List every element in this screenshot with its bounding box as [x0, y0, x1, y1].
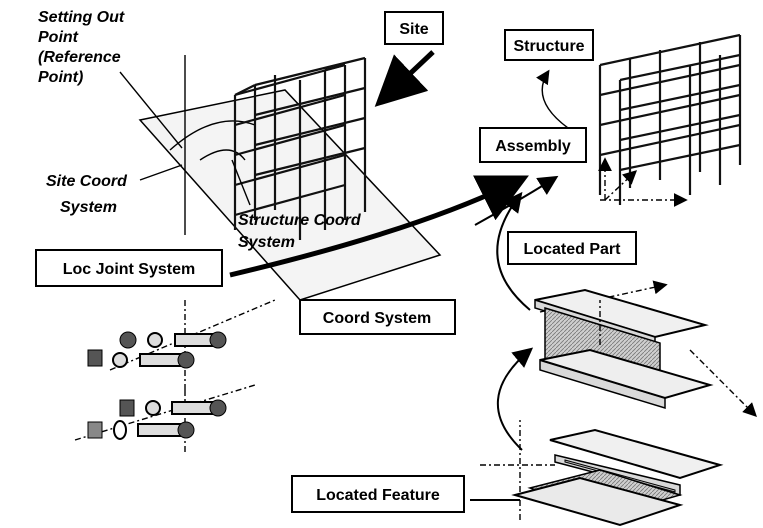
structure-coord-leader	[231, 159, 251, 206]
svg-text:Assembly: Assembly	[495, 138, 571, 155]
setting-out-leader	[119, 71, 183, 149]
site-coord-leader	[139, 164, 183, 181]
structure-box: Structure	[504, 29, 594, 61]
site-plane	[138, 89, 442, 301]
structure-coord-label: Structure Coord System	[238, 212, 362, 251]
coord-system-box: Coord System	[299, 299, 456, 335]
fastener-group-top	[87, 299, 276, 390]
site-coord-label: Site Coord System	[46, 173, 128, 216]
located-feature-box: Located Feature	[291, 475, 465, 513]
svg-text:Located Feature: Located Feature	[316, 487, 440, 504]
assembly-box: Assembly	[479, 127, 587, 163]
svg-text:Loc Joint System: Loc Joint System	[63, 261, 195, 278]
svg-text:Setting Out: Setting Out	[38, 9, 125, 26]
located-part-to-assembly-arrow	[496, 191, 531, 311]
svg-text:Structure: Structure	[513, 38, 584, 55]
svg-text:Located Part: Located Part	[524, 241, 622, 258]
structure-grid	[598, 33, 742, 205]
svg-text:Site Coord: Site Coord	[46, 173, 128, 190]
svg-text:Structure Coord: Structure Coord	[238, 212, 362, 229]
loc-joint-system-box: Loc Joint System	[35, 249, 223, 287]
assembly-to-structure-arrow	[536, 69, 569, 129]
svg-text:System: System	[60, 199, 117, 216]
svg-text:Coord System: Coord System	[323, 310, 431, 327]
i-beam-located-part	[534, 280, 757, 417]
site-box: Site	[384, 11, 444, 45]
svg-text:(Reference: (Reference	[38, 49, 121, 66]
site-structure-grid	[233, 56, 367, 240]
located-feature-member	[470, 420, 724, 527]
svg-text:System: System	[238, 234, 295, 251]
site-label: Site	[399, 21, 428, 38]
loc-joint-to-assembly-arrow	[229, 175, 529, 278]
located-part-box: Located Part	[507, 231, 637, 265]
svg-text:Point): Point)	[38, 69, 83, 86]
site-arrow	[374, 50, 435, 107]
located-feature-to-part-arrow	[497, 347, 534, 451]
setting-out-label: Setting Out Point (Reference Point)	[38, 9, 125, 86]
svg-text:Point: Point	[38, 29, 79, 46]
fastener-group-bottom	[74, 384, 256, 455]
